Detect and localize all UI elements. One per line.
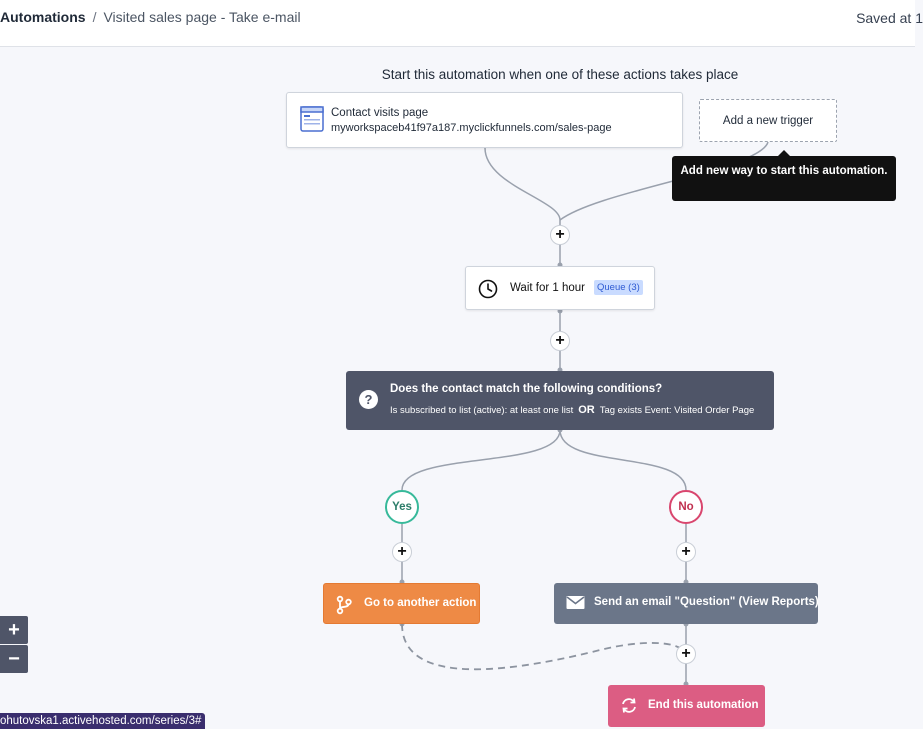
breadcrumb-automations-link[interactable]: Automations <box>0 9 86 25</box>
branch-icon <box>336 595 352 617</box>
send-email-label: Send an email "Question" (View Reports) <box>594 596 819 608</box>
condition-left: Is subscribed to list (active): at least… <box>390 405 574 416</box>
add-step-button[interactable]: + <box>676 542 696 562</box>
wait-label: Wait for 1 hour <box>510 282 585 294</box>
breadcrumb-separator: / <box>92 9 97 25</box>
queue-badge[interactable]: Queue (3) <box>594 280 643 295</box>
branch-no[interactable]: No <box>669 490 703 524</box>
breadcrumb: Automations / Visited sales page - Take e-… <box>0 9 301 25</box>
add-step-button[interactable]: + <box>392 542 412 562</box>
envelope-icon <box>566 595 585 613</box>
trigger-contact-visits-page[interactable]: Contact visits page myworkspaceb41f97a18… <box>286 92 683 148</box>
add-step-button[interactable]: + <box>676 644 696 664</box>
condition-right: Tag exists Event: Visited Order Page <box>599 405 755 416</box>
zoom-out-button[interactable]: − <box>0 645 28 673</box>
webpage-icon <box>300 106 324 137</box>
wait-step[interactable]: Wait for 1 hour Queue (3) <box>465 266 655 310</box>
connector-condition-to-no <box>559 429 687 491</box>
connector-condition-to-yes <box>401 429 561 491</box>
connector-trigger-to-start <box>484 147 561 221</box>
trigger-heading: Start this automation when one of these … <box>381 67 739 82</box>
end-automation-label: End this automation <box>648 699 759 711</box>
goto-action-step[interactable]: Go to another action <box>323 583 480 624</box>
saved-status: Saved at 1 <box>856 10 923 26</box>
condition-operator: OR <box>578 404 595 416</box>
top-bar: Automations / Visited sales page - Take e-… <box>0 0 923 47</box>
add-step-button[interactable]: + <box>550 331 570 351</box>
add-trigger-tooltip: Add new way to start this automation. <box>672 156 896 201</box>
goto-action-label: Go to another action <box>364 597 477 609</box>
question-icon: ? <box>359 390 378 409</box>
condition-detail: Is subscribed to list (active): at least… <box>390 404 754 416</box>
trigger-url: myworkspaceb41f97a187.myclickfunnels.com… <box>331 122 612 134</box>
status-bar-url: ohutovska1.activehosted.com/series/3# <box>0 713 206 729</box>
trigger-title: Contact visits page <box>331 107 429 119</box>
goto-jump-connector <box>401 623 687 671</box>
tooltip-arrow <box>778 150 790 156</box>
sync-icon <box>620 697 638 717</box>
condition-title: Does the contact match the following con… <box>390 383 663 395</box>
end-automation-step[interactable]: End this automation <box>608 685 765 727</box>
add-new-trigger-button[interactable]: Add a new trigger <box>699 99 837 142</box>
branch-yes[interactable]: Yes <box>385 490 419 524</box>
add-step-button[interactable]: + <box>550 225 570 245</box>
clock-icon <box>478 279 498 304</box>
zoom-in-button[interactable]: + <box>0 616 28 644</box>
send-email-step[interactable]: Send an email "Question" (View Reports) <box>554 583 819 624</box>
automation-title[interactable]: Visited sales page - Take e-mail <box>103 9 301 25</box>
condition-step[interactable]: ? Does the contact match the following c… <box>346 371 774 430</box>
